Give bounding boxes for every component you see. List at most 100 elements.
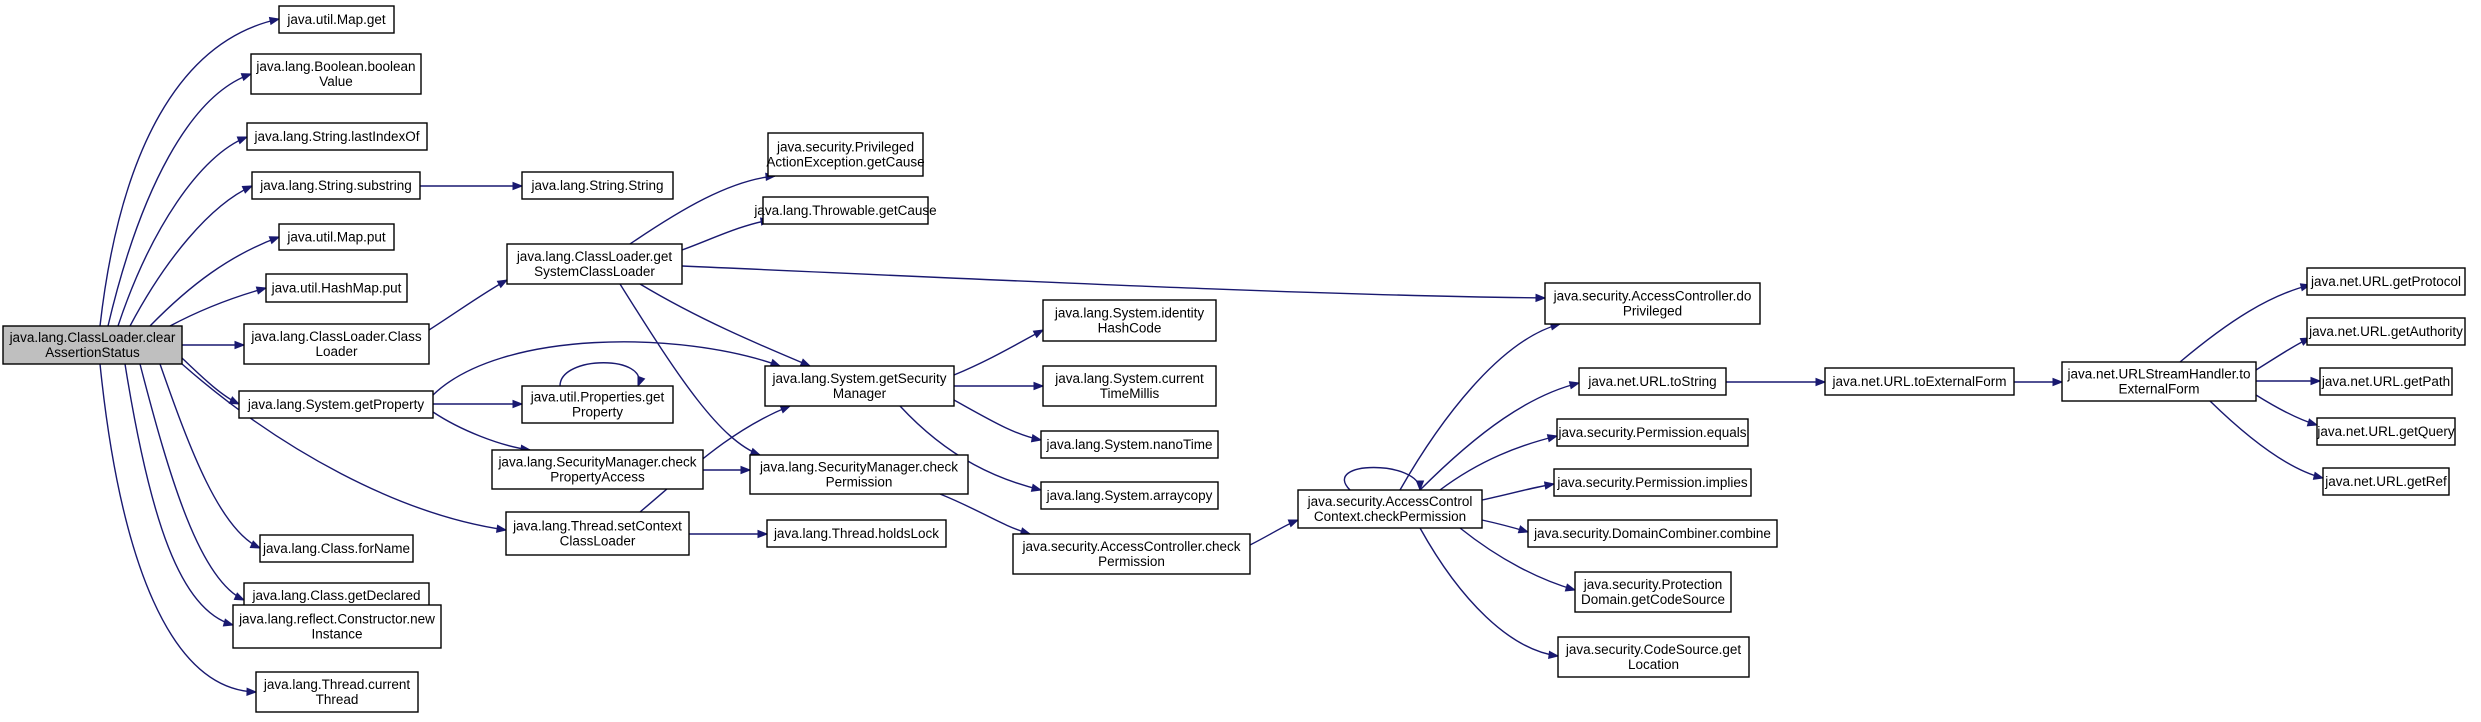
edge-acc_checkperm-to-acc_checkperm — [1343, 466, 1425, 492]
edges-layer — [99, 16, 2325, 697]
arrowhead — [246, 687, 258, 697]
node-label-line: java.lang.String.lastIndexOf — [253, 129, 419, 144]
node-label-line: java.lang.System.arraycopy — [1046, 488, 1213, 503]
node-label-line: Value — [319, 74, 353, 89]
node-label-line: java.security.DomainCombiner.combine — [1533, 526, 1771, 541]
node-sm_checkperm[interactable]: java.lang.SecurityManager.checkPermissio… — [749, 454, 969, 495]
arrowhead — [637, 375, 646, 388]
node-box — [250, 53, 422, 95]
arrowhead — [512, 399, 524, 409]
node-label-line: java.lang.ClassLoader.clear — [9, 330, 176, 345]
edge-cl_getsys-to-ac_doprivileged — [681, 265, 1547, 303]
node-label-line: Location — [1628, 657, 1679, 672]
node-box — [278, 223, 395, 251]
node-ctor_newinst[interactable]: java.lang.reflect.Constructor.newInstanc… — [232, 604, 442, 649]
node-str_string[interactable]: java.lang.String.String — [521, 171, 674, 200]
node-label-line: Privileged — [1623, 304, 1682, 319]
node-label-line: java.security.AccessController.check — [1021, 539, 1240, 554]
arrowhead — [1033, 381, 1045, 391]
edge-root-to-cl_classloader — [181, 340, 246, 350]
node-url_getpath[interactable]: java.net.URL.getPath — [2319, 367, 2453, 396]
node-map_get[interactable]: java.util.Map.get — [278, 5, 395, 34]
node-props_get[interactable]: java.util.Properties.getProperty — [521, 385, 674, 424]
edge-cl_classloader-to-cl_getsys — [428, 279, 509, 331]
nodes-layer: java.lang.ClassLoader.clearAssertionStat… — [2, 5, 2466, 713]
node-box — [505, 511, 690, 556]
node-url_getprotocol[interactable]: java.net.URL.getProtocol — [2306, 267, 2466, 296]
node-label-line: TimeMillis — [1100, 386, 1160, 401]
edge-sm_checkperm-to-ac_checkperm — [939, 493, 1032, 536]
edge-acc_checkperm-to-perm_equals — [1439, 434, 1559, 491]
node-acc_checkperm[interactable]: java.security.AccessControlContext.check… — [1297, 489, 1483, 529]
node-perm_equals[interactable]: java.security.Permission.equals — [1556, 418, 1749, 447]
node-class_forname[interactable]: java.lang.Class.forName — [259, 534, 414, 563]
node-url_getref[interactable]: java.net.URL.getRef — [2322, 467, 2450, 496]
node-label-line: ExternalForm — [2118, 382, 2199, 397]
node-box — [251, 171, 421, 200]
node-box — [521, 385, 674, 424]
node-hashmap_put[interactable]: java.util.HashMap.put — [265, 273, 408, 303]
node-pd_getcs[interactable]: java.security.ProtectionDomain.getCodeSo… — [1574, 571, 1732, 613]
node-box — [766, 519, 947, 548]
edge-root-to-thread_setctx — [181, 363, 508, 533]
node-root[interactable]: java.lang.ClassLoader.clearAssertionStat… — [2, 325, 183, 365]
node-ac_checkperm[interactable]: java.security.AccessController.checkPerm… — [1012, 533, 1251, 575]
node-url_toext[interactable]: java.net.URL.toExternalForm — [1824, 367, 2015, 396]
arrowhead — [241, 185, 254, 194]
node-box — [1040, 481, 1219, 510]
node-box — [1297, 489, 1483, 529]
node-label-line: Manager — [833, 386, 887, 401]
node-url_tostring[interactable]: java.net.URL.toString — [1578, 367, 1727, 396]
node-dc_combine[interactable]: java.security.DomainCombiner.combine — [1527, 519, 1778, 548]
node-label-line: ClassLoader — [560, 534, 636, 549]
node-thread_holdslock[interactable]: java.lang.Thread.holdsLock — [766, 519, 947, 548]
node-box — [265, 273, 408, 303]
node-str_substring[interactable]: java.lang.String.substring — [251, 171, 421, 200]
edge-ush_toext-to-url_getquery — [2255, 394, 2319, 427]
node-sys_getprop[interactable]: java.lang.System.getProperty — [238, 390, 434, 419]
node-cl_classloader[interactable]: java.lang.ClassLoader.ClassLoader — [243, 323, 430, 365]
node-box — [1527, 519, 1778, 548]
node-perm_implies[interactable]: java.security.Permission.implies — [1553, 468, 1752, 497]
arrowhead — [740, 465, 752, 475]
node-box — [491, 449, 704, 490]
node-box — [1012, 533, 1251, 575]
node-label-line: java.net.URL.toExternalForm — [1831, 374, 2006, 389]
node-label-line: SystemClassLoader — [534, 264, 655, 279]
arrowhead — [268, 236, 281, 245]
node-box — [232, 604, 442, 649]
node-ac_doprivileged[interactable]: java.security.AccessController.doPrivile… — [1544, 282, 1761, 325]
node-label-line: java.security.Permission.implies — [1556, 475, 1748, 490]
node-sm_checkprop[interactable]: java.lang.SecurityManager.checkPropertyA… — [491, 449, 704, 490]
node-thr_getcause[interactable]: java.lang.Throwable.getCause — [753, 196, 937, 225]
node-url_getquery[interactable]: java.net.URL.getQuery — [2316, 417, 2456, 446]
node-str_lastindex[interactable]: java.lang.String.lastIndexOf — [246, 122, 428, 151]
arrowhead — [1543, 481, 1556, 490]
node-map_put[interactable]: java.util.Map.put — [278, 223, 395, 251]
node-url_getauthority[interactable]: java.net.URL.getAuthority — [2306, 317, 2466, 346]
node-sys_nano[interactable]: java.lang.System.nanoTime — [1040, 430, 1219, 459]
node-label-line: java.security.Privileged — [776, 140, 914, 155]
edge-root-to-class_getdecl — [139, 363, 246, 601]
node-label-line: java.lang.Thread.current — [263, 677, 411, 692]
node-box — [243, 323, 430, 365]
arrowhead — [1415, 480, 1425, 492]
node-box — [2319, 367, 2453, 396]
node-label-line: java.net.URLStreamHandler.to — [2066, 367, 2250, 382]
node-pae_getcause[interactable]: java.security.PrivilegedActionException.… — [766, 132, 925, 177]
node-sys_arraycopy[interactable]: java.lang.System.arraycopy — [1040, 481, 1219, 510]
edge-cl_getsys-to-thr_getcause — [681, 217, 772, 251]
node-label-line: Context.checkPermission — [1314, 509, 1466, 524]
node-ush_toext[interactable]: java.net.URLStreamHandler.toExternalForm — [2061, 361, 2257, 402]
node-box — [1557, 636, 1750, 678]
edge-root-to-class_forname — [159, 363, 262, 549]
node-cl_getsys[interactable]: java.lang.ClassLoader.getSystemClassLoad… — [506, 243, 683, 285]
node-label-line: java.lang.System.identity — [1054, 306, 1205, 321]
